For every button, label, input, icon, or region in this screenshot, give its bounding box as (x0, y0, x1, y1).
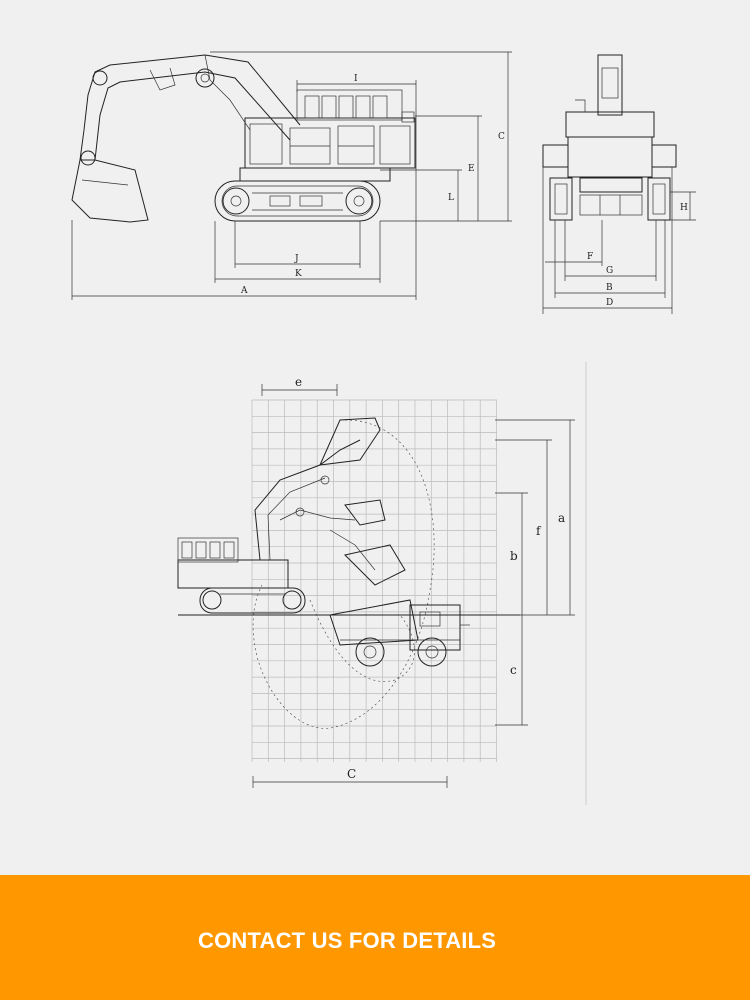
side-boom-arm-bucket (71, 54, 301, 223)
dim-label-e: e (295, 375, 302, 389)
dim-label-G: G (606, 266, 613, 276)
dim-label-F: F (587, 252, 593, 262)
dim-label-L: L (448, 193, 454, 203)
side-dimension-lines (71, 51, 512, 300)
dim-label-a: a (558, 511, 565, 525)
side-crawler-track (214, 180, 381, 222)
dim-label-B: B (606, 283, 613, 293)
dim-label-H: H (680, 203, 688, 213)
dim-label-E: E (468, 164, 475, 174)
working-range-diagram: e a f b c C (177, 362, 587, 805)
dim-label-A: A (240, 286, 248, 296)
range-excavator (177, 417, 406, 614)
contact-us-button[interactable]: CONTACT US FOR DETAILS (198, 928, 497, 953)
excavator-side-view: A K J I C E L (71, 51, 512, 300)
side-upper-structure (239, 89, 416, 182)
haul-truck (329, 599, 470, 667)
dim-label-C-range: C (347, 767, 356, 781)
dim-label-D: D (606, 298, 613, 308)
dim-label-J: J (294, 254, 299, 264)
inner-envelope (309, 599, 415, 682)
dim-label-K: K (295, 269, 302, 279)
dim-label-I: I (354, 74, 358, 84)
dim-label-c: c (510, 663, 517, 677)
range-dimension-lines (252, 362, 587, 805)
spec-drawing: A K J I C E L (71, 51, 696, 805)
digging-envelope (252, 419, 435, 729)
dim-label-C: C (498, 132, 505, 142)
excavator-rear-view: F G B D H (542, 54, 696, 314)
working-range-grid (251, 399, 497, 762)
dim-label-f: f (536, 524, 542, 538)
rear-dimension-lines (542, 167, 696, 314)
dim-label-b: b (510, 549, 518, 563)
contact-footer-bar (0, 875, 750, 1000)
rear-machine-outline (542, 54, 677, 221)
